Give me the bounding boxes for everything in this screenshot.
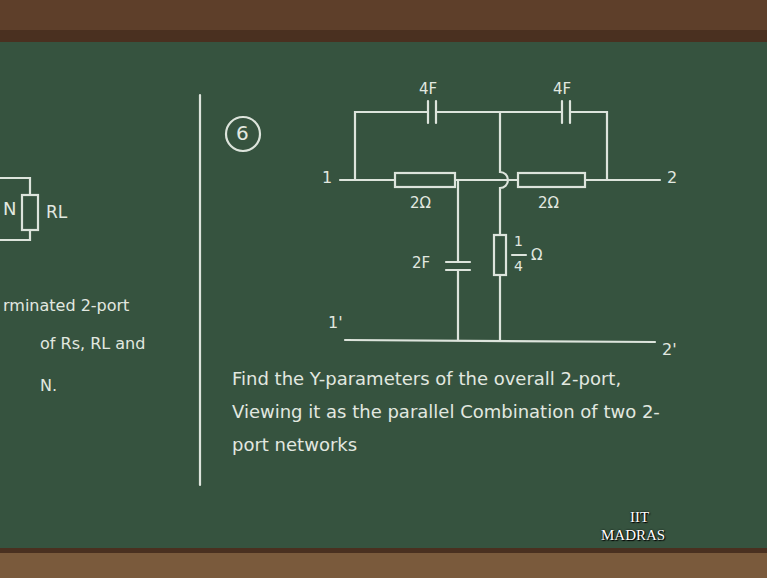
top-frame-edge xyxy=(0,30,767,42)
number-circle xyxy=(226,117,260,151)
note-text: N. xyxy=(40,376,57,395)
note-text: of Rs, RL and xyxy=(40,334,145,353)
resistor-value: 2Ω xyxy=(538,194,559,212)
board xyxy=(0,42,767,548)
note-text: rminated 2-port xyxy=(3,296,129,315)
port-terminal: 2 xyxy=(667,168,677,187)
port-terminal: 1' xyxy=(328,313,343,332)
resistor-symbol xyxy=(494,235,506,275)
wire xyxy=(457,180,459,340)
capacitor-value: 4F xyxy=(419,80,437,98)
port-terminal: 1 xyxy=(322,168,332,187)
wire xyxy=(340,179,660,181)
capacitor-value: 2F xyxy=(412,254,430,272)
capacitor-value: 4F xyxy=(553,80,571,98)
capacitor-symbol xyxy=(428,101,436,123)
capacitor-symbol xyxy=(446,262,470,270)
problem-statement: Find the Y-parameters of the overall 2-p… xyxy=(232,362,687,461)
watermark: IIT xyxy=(630,508,649,526)
fraction-bar xyxy=(512,254,526,256)
resistor-name: RL xyxy=(46,202,67,222)
chalk-ledge xyxy=(0,548,767,578)
resistor-value: 1 xyxy=(514,233,523,250)
port-terminal: 2' xyxy=(662,340,677,359)
network-name: N xyxy=(3,198,16,220)
problem-number: 6 xyxy=(236,121,249,145)
resistor-value: 4 xyxy=(514,258,523,275)
watermark: MADRAS xyxy=(601,526,665,544)
resistor-symbol xyxy=(518,173,585,187)
resistor-symbol xyxy=(22,195,38,230)
top-frame xyxy=(0,0,767,42)
wire xyxy=(500,112,508,340)
ground-wire xyxy=(345,340,655,342)
resistor-value: 2Ω xyxy=(410,194,431,212)
ledge-edge xyxy=(0,548,767,553)
resistor-symbol xyxy=(395,173,455,187)
resistor-unit: Ω xyxy=(531,246,542,264)
capacitor-symbol xyxy=(562,101,570,123)
divider-line xyxy=(199,95,201,485)
